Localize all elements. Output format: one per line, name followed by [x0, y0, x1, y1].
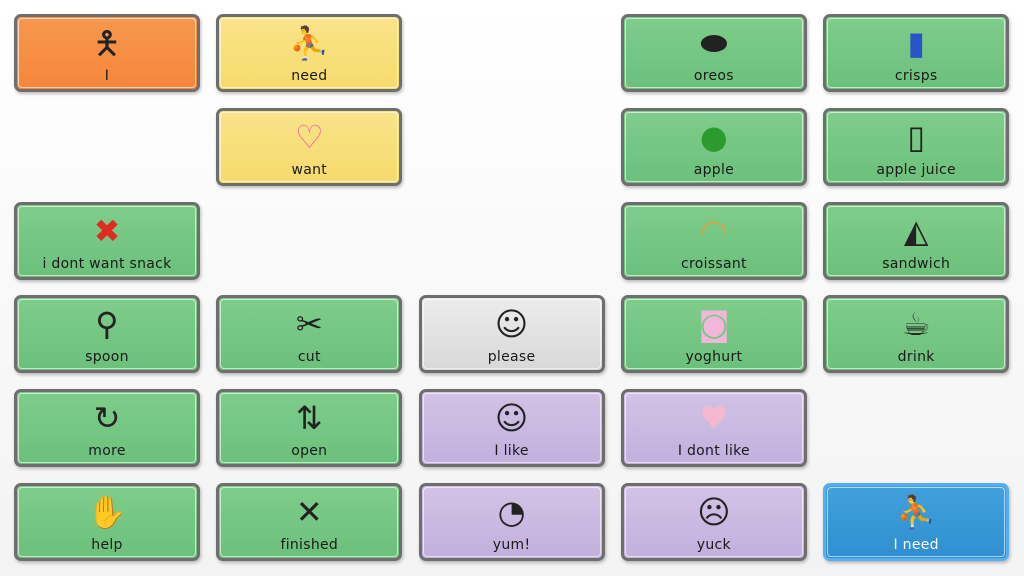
button-highlight — [220, 299, 399, 370]
button-label: apple — [693, 161, 735, 178]
button-label: i dont want snack — [42, 255, 172, 272]
button-label: yoghurt — [685, 349, 743, 366]
symbol-button-apple-juice[interactable]: ▯ apple juice — [823, 107, 1010, 186]
apple-icon: ● — [699, 117, 728, 156]
button-label: please — [487, 349, 536, 366]
button-label: spoon — [85, 349, 129, 366]
button-highlight — [220, 393, 399, 464]
button-label: I need — [893, 537, 939, 553]
yum-tummy-icon: ◔ — [497, 493, 526, 531]
button-label: sandwich — [882, 255, 951, 272]
symbol-button-finished[interactable]: ✕ finished — [216, 483, 403, 561]
button-highlight — [624, 393, 803, 464]
sandwich-icon: ◭ — [903, 211, 929, 250]
please-person-icon: ☺ — [494, 305, 529, 344]
button-highlight — [220, 18, 399, 88]
symbol-button-spoon[interactable]: ⚲ spoon — [14, 295, 200, 374]
button-label: help — [91, 537, 123, 553]
button-highlight — [18, 299, 196, 370]
symbol-button-more[interactable]: ↻ more — [14, 389, 200, 468]
symbol-button-cut[interactable]: ✂ cut — [216, 295, 403, 374]
crossed-heart-icon: ♥ — [699, 399, 729, 438]
button-highlight — [624, 487, 803, 557]
symbol-button-apple[interactable]: ● apple — [620, 107, 807, 186]
symbol-button-sandwich[interactable]: ◭ sandwich — [823, 201, 1010, 280]
button-highlight — [18, 487, 196, 557]
symbol-button-want[interactable]: ♡ want — [216, 107, 403, 186]
button-highlight — [18, 18, 196, 88]
button-highlight — [422, 393, 601, 464]
button-label: yum! — [492, 537, 531, 553]
button-label: I — [104, 68, 110, 84]
symbol-button-please[interactable]: ☺ please — [418, 295, 605, 374]
symbol-button-i[interactable]: 🯅 I — [14, 14, 200, 92]
person-icon: 🯅 — [92, 24, 122, 62]
button-label: need — [291, 68, 328, 84]
want-heart-icon: ♡ — [294, 117, 324, 156]
spoon-icon: ⚲ — [95, 305, 119, 344]
button-label: I dont like — [677, 443, 750, 460]
more-arrows-icon: ↻ — [93, 399, 121, 438]
button-highlight — [422, 487, 601, 557]
button-label: want — [291, 161, 328, 178]
crisps-icon: ▮ — [907, 24, 925, 62]
button-highlight — [422, 299, 601, 370]
button-label: oreos — [693, 68, 734, 84]
button-label: more — [88, 443, 126, 460]
button-label: yuck — [696, 537, 731, 553]
button-label: I like — [494, 443, 529, 460]
button-label: open — [291, 443, 328, 460]
button-highlight — [624, 111, 803, 182]
button-highlight — [18, 393, 196, 464]
symbol-button-i-dont-like[interactable]: ♥ I dont like — [620, 389, 807, 468]
red-cross-icon: ✖ — [93, 211, 121, 250]
button-label: crisps — [894, 68, 938, 84]
button-highlight — [18, 205, 196, 276]
like-person-icon: ☺ — [494, 399, 529, 438]
need-person-icon: ⛹ — [289, 24, 330, 62]
symbol-button-croissant[interactable]: ◠ croissant — [620, 201, 807, 280]
symbol-button-need[interactable]: ⛹ need — [216, 14, 403, 92]
button-highlight — [220, 111, 399, 182]
symbol-button-i-need[interactable]: ⛹ I need — [823, 483, 1010, 561]
button-highlight — [624, 299, 803, 370]
button-highlight — [624, 18, 803, 88]
apple-juice-icon: ▯ — [907, 117, 925, 156]
finished-arms-icon: ✕ — [295, 493, 323, 531]
symbol-button-open[interactable]: ⇅ open — [216, 389, 403, 468]
button-highlight — [827, 111, 1006, 182]
symbol-button-yoghurt[interactable]: ◙ yoghurt — [620, 295, 807, 374]
knife-icon: ✂ — [295, 305, 323, 344]
button-highlight — [220, 487, 399, 557]
drink-icon: ☕ — [901, 305, 931, 344]
helping-hand-icon: ✋ — [87, 493, 127, 531]
button-highlight — [827, 487, 1006, 557]
symbol-button-drink[interactable]: ☕ drink — [823, 295, 1010, 374]
button-highlight — [624, 205, 803, 276]
button-highlight — [827, 18, 1006, 88]
button-label: cut — [297, 349, 321, 366]
yuck-person-icon: ☹ — [697, 493, 731, 531]
button-highlight — [827, 205, 1006, 276]
i-need-person-icon: ⛹ — [896, 493, 937, 531]
open-box-icon: ⇅ — [295, 399, 323, 438]
symbol-button-crisps[interactable]: ▮ crisps — [823, 14, 1010, 92]
symbol-button-yuck[interactable]: ☹ yuck — [620, 483, 807, 561]
symbol-button-yum[interactable]: ◔ yum! — [418, 483, 605, 561]
symbol-button-i-dont-want-snack[interactable]: ✖ i dont want snack — [14, 201, 200, 280]
symbol-button-i-like[interactable]: ☺ I like — [418, 389, 605, 468]
button-label: croissant — [680, 255, 747, 272]
yoghurt-icon: ◙ — [698, 305, 730, 344]
croissant-icon: ◠ — [699, 211, 728, 250]
oreos-icon: ⬬ — [700, 24, 728, 62]
symbol-button-help[interactable]: ✋ help — [14, 483, 200, 561]
symbol-button-oreos[interactable]: ⬬ oreos — [620, 14, 807, 92]
button-label: drink — [897, 349, 935, 366]
button-label: finished — [280, 537, 339, 553]
button-highlight — [827, 299, 1006, 370]
button-label: apple juice — [876, 161, 956, 178]
